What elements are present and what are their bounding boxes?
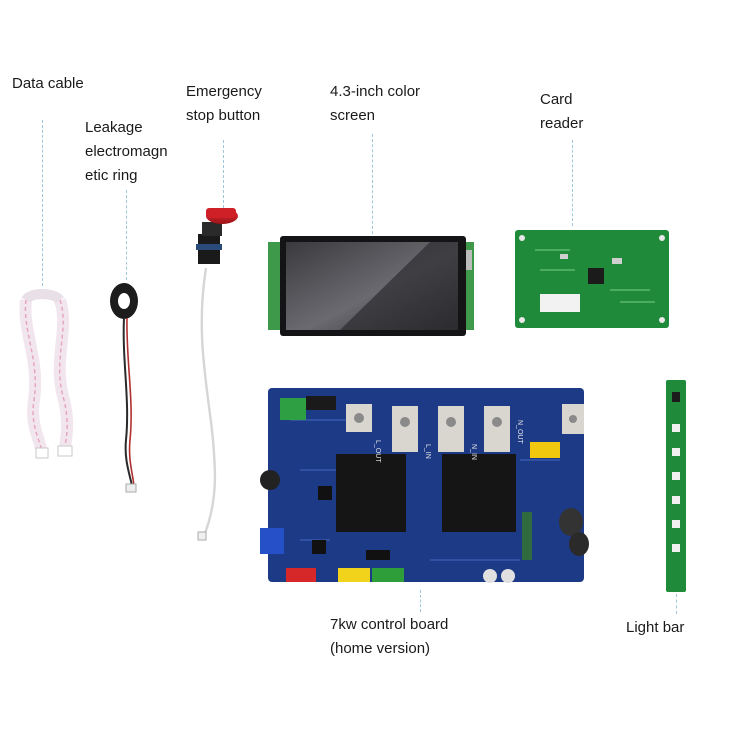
leakage-ring-label: Leakage electromagn etic ring xyxy=(85,119,168,184)
screen-image xyxy=(268,236,474,336)
control-board-leader xyxy=(420,590,421,612)
screen-label: 4.3-inch color screen xyxy=(330,83,421,124)
leakage-ring-image xyxy=(110,283,138,493)
l-out-text: L_OUT xyxy=(374,440,381,463)
card-reader-label: Card reader xyxy=(540,91,584,132)
data-cable-label: Data cable xyxy=(12,75,84,92)
control-board-image: L_OUT L_IN N_IN N_OUT xyxy=(260,388,589,583)
control-board-label: 7kw control board (home version) xyxy=(330,616,449,657)
data-cable-leader xyxy=(42,120,43,286)
emergency-stop-leader xyxy=(223,140,224,208)
card-reader-image xyxy=(515,230,669,328)
light-bar-image xyxy=(666,380,686,592)
light-bar-label: Light bar xyxy=(626,619,685,636)
leakage-ring-leader xyxy=(126,190,127,280)
card-reader-leader xyxy=(572,140,573,226)
light-bar-leader xyxy=(676,594,677,614)
emergency-stop-label: Emergency stop button xyxy=(186,83,262,124)
emergency-stop-image xyxy=(196,208,238,541)
screen-leader xyxy=(372,134,373,234)
n-out-text: N_OUT xyxy=(516,420,523,444)
data-cable-image xyxy=(19,289,74,459)
l-in-text: L_IN xyxy=(424,444,431,459)
n-in-text: N_IN xyxy=(470,444,477,460)
